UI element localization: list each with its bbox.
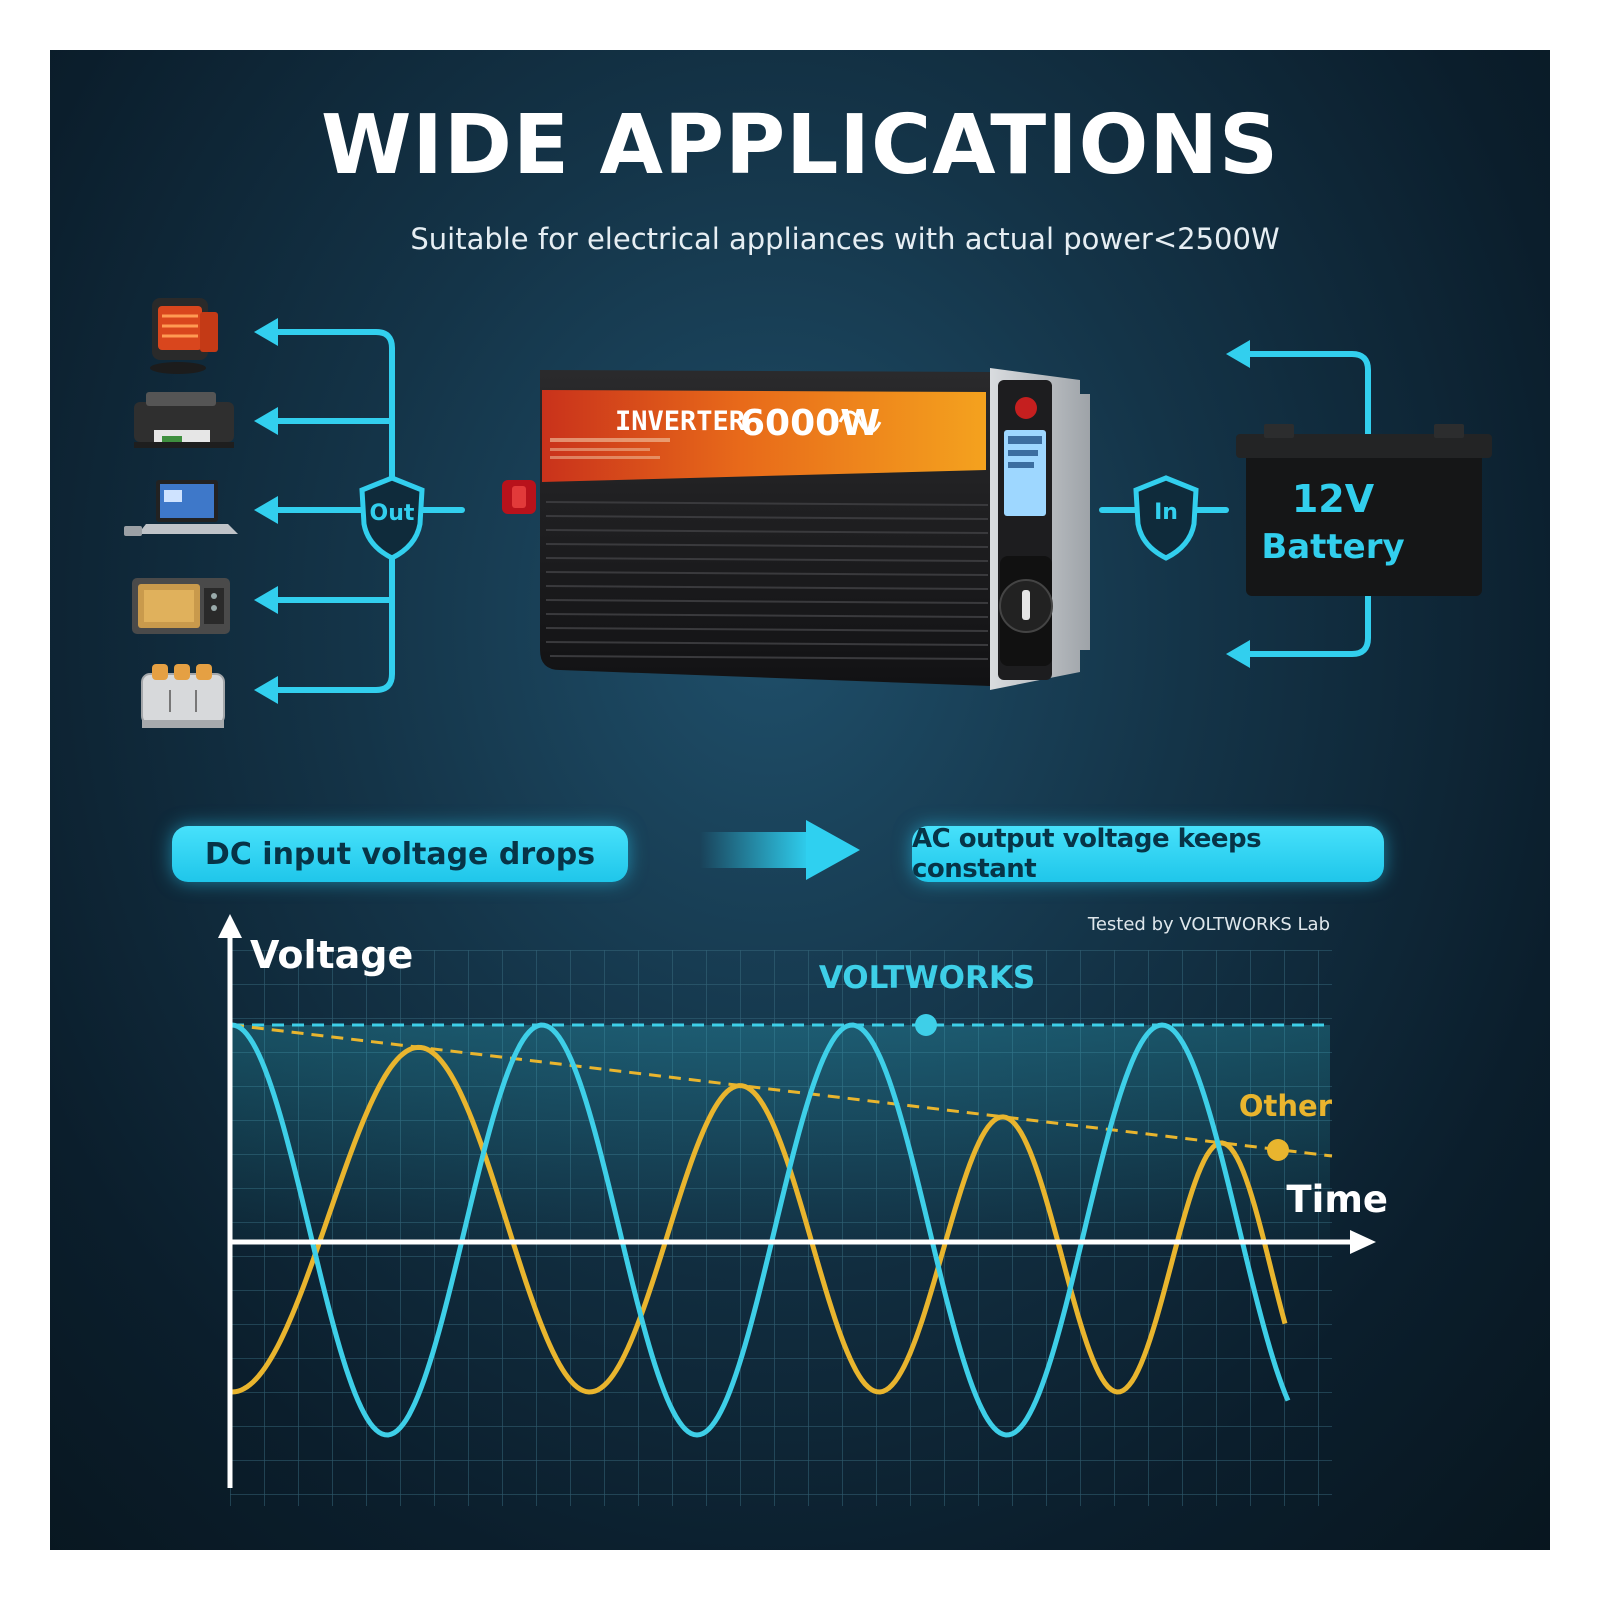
sine-wave-icon (838, 410, 882, 434)
inverter-power-label: 6000W (740, 403, 880, 444)
other-marker (1267, 1139, 1289, 1161)
series-label-other: Other (1239, 1089, 1333, 1123)
out-label: Out (370, 501, 415, 526)
page-subtitle: Suitable for electrical appliances with … (410, 222, 1280, 256)
microwave-icon (132, 578, 230, 634)
y-axis-label: Voltage (250, 933, 413, 977)
voltworks-marker (915, 1014, 937, 1036)
heater-icon (150, 298, 218, 374)
out-shield-icon: Out (359, 475, 425, 561)
voltworks-series-line (231, 1022, 1291, 1438)
diagram-canvas: Out (124, 298, 1492, 1506)
x-axis-label: Time (1286, 1178, 1388, 1221)
printer-icon (134, 392, 234, 448)
toaster-icon (141, 664, 225, 728)
infographic-panel: WIDE APPLICATIONS Suitable for electrica… (50, 50, 1550, 1550)
battery-icon: 12V Battery (1236, 424, 1492, 596)
inverter-device: INVERTER 6000W (502, 368, 1090, 690)
in-label: In (1154, 500, 1178, 525)
output-arrowheads (254, 318, 278, 704)
inverter-brand-label: INVERTER (615, 406, 746, 437)
battery-name-label: Battery (1261, 527, 1404, 567)
graph-plot (231, 1014, 1333, 1438)
graph-credit: Tested by VOLTWORKS Lab (1087, 914, 1330, 935)
power-switch-icon (1015, 397, 1037, 419)
ac-output-label: AC output voltage keeps constant (912, 824, 1384, 884)
input-arrowheads (1226, 340, 1250, 668)
laptop-icon (124, 480, 238, 536)
other-series-line (231, 1044, 1288, 1395)
dc-input-label: DC input voltage drops (172, 826, 628, 882)
series-label-voltworks: VOLTWORKS (819, 960, 1035, 996)
battery-voltage-label: 12V (1292, 477, 1375, 521)
page-title: WIDE APPLICATIONS (320, 98, 1280, 193)
flow-arrow-icon (700, 820, 860, 880)
voltage-graph: Voltage Time Tested by VOLTWORKS Lab VOL… (218, 914, 1388, 1506)
in-shield-icon: In (1133, 475, 1199, 561)
